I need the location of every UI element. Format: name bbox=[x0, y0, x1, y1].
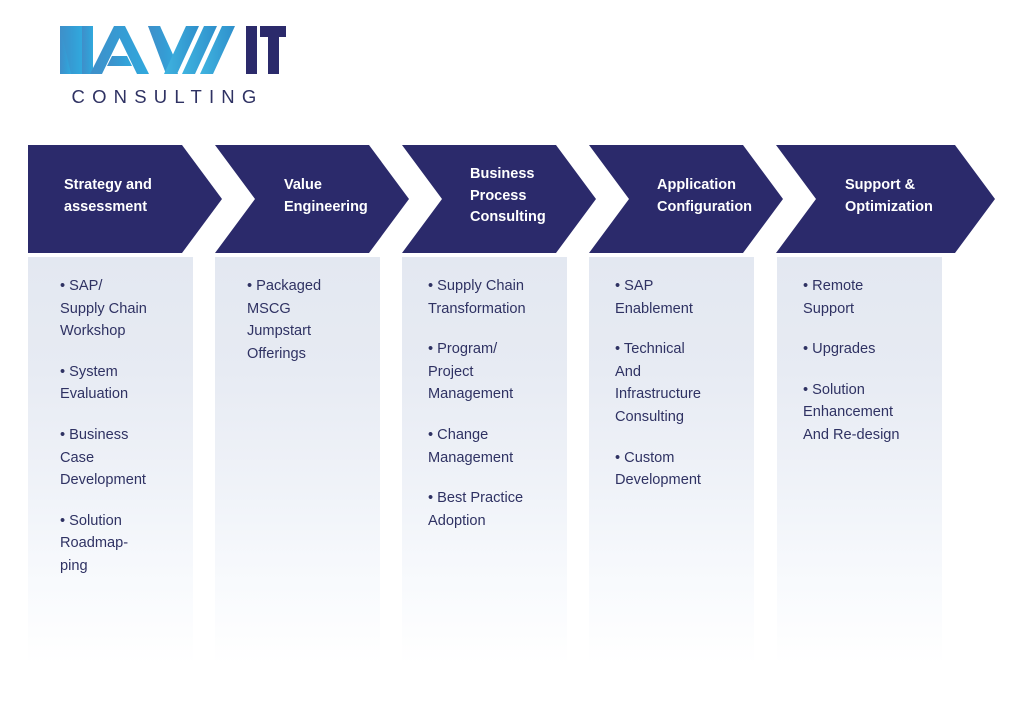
logo-wordmark-icon bbox=[60, 26, 286, 74]
stage-bullet-list-5: • Remote Support • Upgrades • Solution E… bbox=[777, 257, 942, 447]
chevron-shape-2 bbox=[215, 145, 409, 253]
stage-panel-1: • SAP/ Supply Chain Workshop • System Ev… bbox=[28, 257, 193, 665]
list-item: • Remote Support bbox=[803, 278, 864, 317]
stage-panel-3: • Supply Chain Transformation • Program/… bbox=[402, 257, 567, 665]
stage-title-2: Value Engineering bbox=[284, 177, 368, 215]
stage-title-5: Support & Optimization bbox=[845, 177, 933, 215]
list-item: • SAP/ Supply Chain Workshop bbox=[60, 278, 147, 340]
list-item: • Solution Enhancement And Re-design bbox=[803, 381, 900, 443]
chevron-shape-5 bbox=[776, 145, 995, 253]
list-item: • Change Management bbox=[428, 426, 514, 466]
chevron-shape-1 bbox=[28, 145, 222, 253]
stage-panel-5: • Remote Support • Upgrades • Solution E… bbox=[777, 257, 942, 665]
stage-title-4: Application Configuration bbox=[657, 177, 753, 215]
list-item: • Custom Development bbox=[615, 449, 701, 489]
stage-title-1: Strategy and assessment bbox=[64, 177, 152, 215]
stage-bullet-list-4: • SAP Enablement • Technical And Infrast… bbox=[589, 257, 754, 492]
stage-panel-2: • Packaged MSCG Jumpstart Offerings bbox=[215, 257, 380, 665]
brand-logo: CONSULTING bbox=[58, 22, 298, 122]
list-item: • Business Case Development bbox=[60, 426, 146, 489]
list-item: • Technical And Infrastructure Consultin… bbox=[615, 341, 701, 425]
list-item: • Program/ Project Management bbox=[428, 341, 514, 403]
chevron-shape-3 bbox=[402, 145, 596, 253]
list-item: • SAP Enablement bbox=[615, 278, 693, 317]
list-item: • Best Practice Adoption bbox=[428, 490, 524, 529]
list-item: • Upgrades bbox=[803, 341, 876, 358]
stage-bullet-list-3: • Supply Chain Transformation • Program/… bbox=[402, 257, 567, 532]
list-item: • Solution Roadmap- ping bbox=[60, 512, 129, 574]
stage-bullet-list-2: • Packaged MSCG Jumpstart Offerings bbox=[215, 257, 380, 365]
chevron-shape-4 bbox=[589, 145, 783, 253]
stage-panel-4: • SAP Enablement • Technical And Infrast… bbox=[589, 257, 754, 665]
stage-title-3: Business Process Consulting bbox=[470, 166, 546, 225]
logo-tagline: CONSULTING bbox=[71, 86, 264, 107]
list-item: • System Evaluation bbox=[60, 363, 129, 403]
chevron-header-band bbox=[28, 145, 995, 253]
list-item: • Supply Chain Transformation bbox=[428, 278, 526, 317]
list-item: • Packaged MSCG Jumpstart Offerings bbox=[247, 278, 322, 362]
stage-bullet-list-1: • SAP/ Supply Chain Workshop • System Ev… bbox=[28, 257, 193, 578]
